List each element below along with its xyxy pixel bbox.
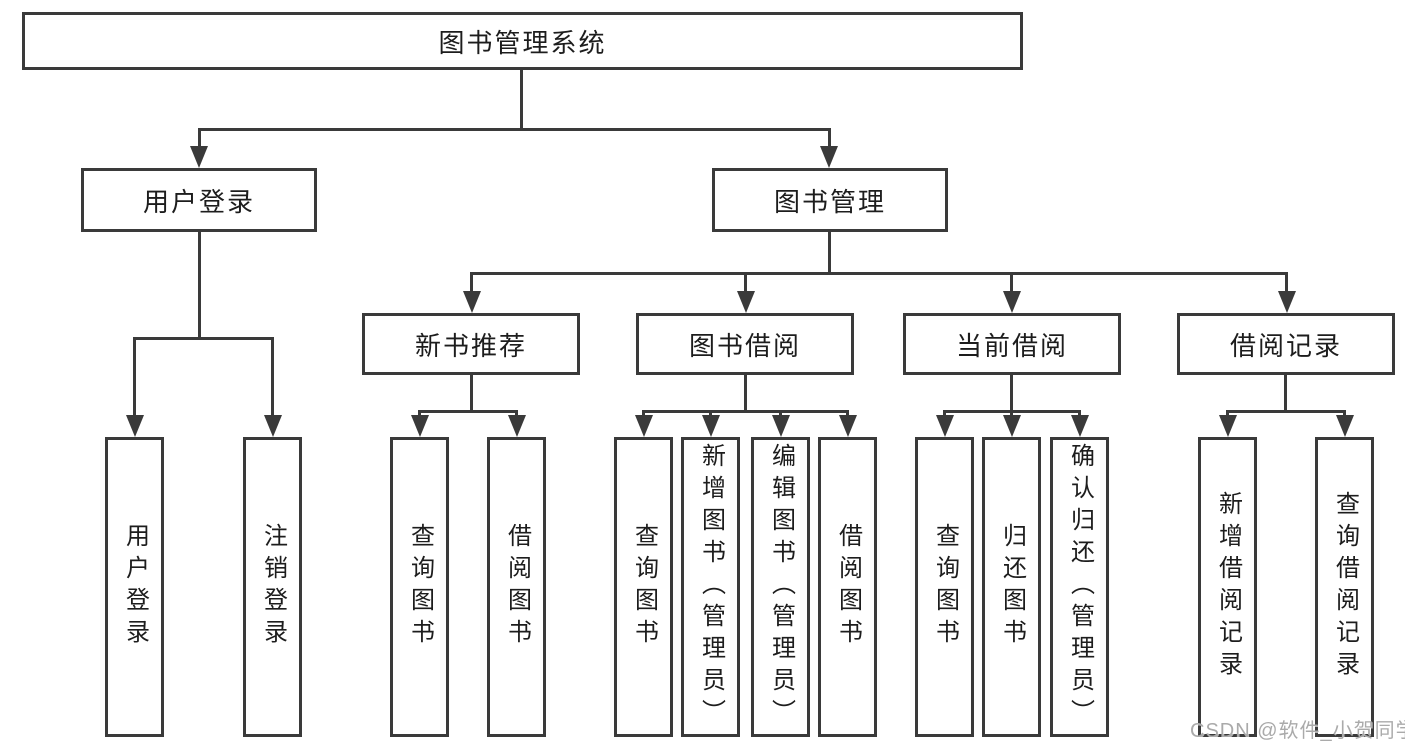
leaf-edit-books-admin: 编辑图书（管理员） bbox=[751, 437, 810, 737]
node-book-management: 图书管理 bbox=[712, 168, 948, 232]
connector-level3-drop bbox=[744, 272, 747, 294]
arrow-down-icon bbox=[839, 415, 857, 437]
arrow-down-icon bbox=[126, 415, 144, 437]
connector-book-management-stem bbox=[828, 232, 831, 272]
node-current-borrow: 当前借阅 bbox=[903, 313, 1121, 375]
arrow-down-icon bbox=[702, 415, 720, 437]
leaf-logout: 注销登录 bbox=[243, 437, 302, 737]
connector-leaf-drop bbox=[133, 337, 136, 419]
leaf-add-borrow-record: 新增借阅记录 bbox=[1198, 437, 1257, 737]
arrow-down-icon bbox=[1003, 291, 1021, 313]
connector-leaf-drop bbox=[515, 410, 518, 418]
connector-user-login-rail bbox=[133, 337, 274, 340]
arrow-down-icon bbox=[1071, 415, 1089, 437]
arrow-down-icon bbox=[1219, 415, 1237, 437]
arrow-down-icon bbox=[264, 415, 282, 437]
connector-recommend-rail bbox=[418, 410, 518, 413]
connector-recommend-stem bbox=[470, 375, 473, 410]
arrow-down-icon bbox=[1278, 291, 1296, 313]
leaf-borrow-books: 借阅图书 bbox=[818, 437, 877, 737]
connector-leaf-drop bbox=[1226, 410, 1229, 418]
connector-user-login-stem bbox=[198, 232, 201, 337]
connector-current-borrow-stem bbox=[1010, 375, 1013, 410]
csdn-watermark: CSDN @软件_小贺同学 bbox=[1190, 720, 1405, 742]
leaf-confirm-return-admin: 确认归还（管理员） bbox=[1050, 437, 1109, 737]
connector-level3-drop bbox=[1010, 272, 1013, 294]
node-borrow-records: 借阅记录 bbox=[1177, 313, 1395, 375]
leaf-current-query-books: 查询图书 bbox=[915, 437, 974, 737]
leaf-recommend-query-books: 查询图书 bbox=[390, 437, 449, 737]
connector-level3-rail bbox=[470, 272, 1288, 275]
arrow-down-icon bbox=[737, 291, 755, 313]
arrow-down-icon bbox=[772, 415, 790, 437]
arrow-down-icon bbox=[508, 415, 526, 437]
arrow-down-icon bbox=[411, 415, 429, 437]
leaf-add-books-admin: 新增图书（管理员） bbox=[681, 437, 740, 737]
node-new-book-recommend: 新书推荐 bbox=[362, 313, 580, 375]
connector-level3-drop bbox=[470, 272, 473, 294]
connector-level3-drop bbox=[1285, 272, 1288, 294]
connector-leaf-drop bbox=[642, 410, 645, 418]
arrow-down-icon bbox=[1003, 415, 1021, 437]
connector-book-management-drop bbox=[828, 128, 831, 150]
connector-leaf-drop bbox=[846, 410, 849, 418]
arrow-down-icon bbox=[820, 146, 838, 168]
leaf-recommend-borrow-books: 借阅图书 bbox=[487, 437, 546, 737]
arrow-down-icon bbox=[635, 415, 653, 437]
connector-leaf-drop bbox=[1343, 410, 1346, 418]
connector-book-borrow-rail bbox=[642, 410, 849, 413]
leaf-borrow-query-books: 查询图书 bbox=[614, 437, 673, 737]
node-user-login: 用户登录 bbox=[81, 168, 317, 232]
node-library-management-system: 图书管理系统 bbox=[22, 12, 1023, 70]
connector-user-login-drop bbox=[198, 128, 201, 150]
connector-root-stem bbox=[520, 70, 523, 128]
connector-level2-rail bbox=[198, 128, 831, 131]
arrow-down-icon bbox=[1336, 415, 1354, 437]
connector-borrow-records-stem bbox=[1284, 375, 1287, 410]
leaf-return-books: 归还图书 bbox=[982, 437, 1041, 737]
connector-leaf-drop bbox=[709, 410, 712, 418]
connector-borrow-records-rail bbox=[1226, 410, 1346, 413]
node-book-borrow: 图书借阅 bbox=[636, 313, 854, 375]
connector-leaf-drop bbox=[418, 410, 421, 418]
arrow-down-icon bbox=[936, 415, 954, 437]
arrow-down-icon bbox=[463, 291, 481, 313]
connector-leaf-drop bbox=[1078, 410, 1081, 418]
connector-leaf-drop bbox=[779, 410, 782, 418]
leaf-user-login: 用户登录 bbox=[105, 437, 164, 737]
connector-leaf-drop bbox=[271, 337, 274, 419]
connector-book-borrow-stem bbox=[744, 375, 747, 410]
connector-leaf-drop bbox=[1010, 410, 1013, 418]
connector-leaf-drop bbox=[943, 410, 946, 418]
leaf-query-borrow-record: 查询借阅记录 bbox=[1315, 437, 1374, 737]
arrow-down-icon bbox=[190, 146, 208, 168]
